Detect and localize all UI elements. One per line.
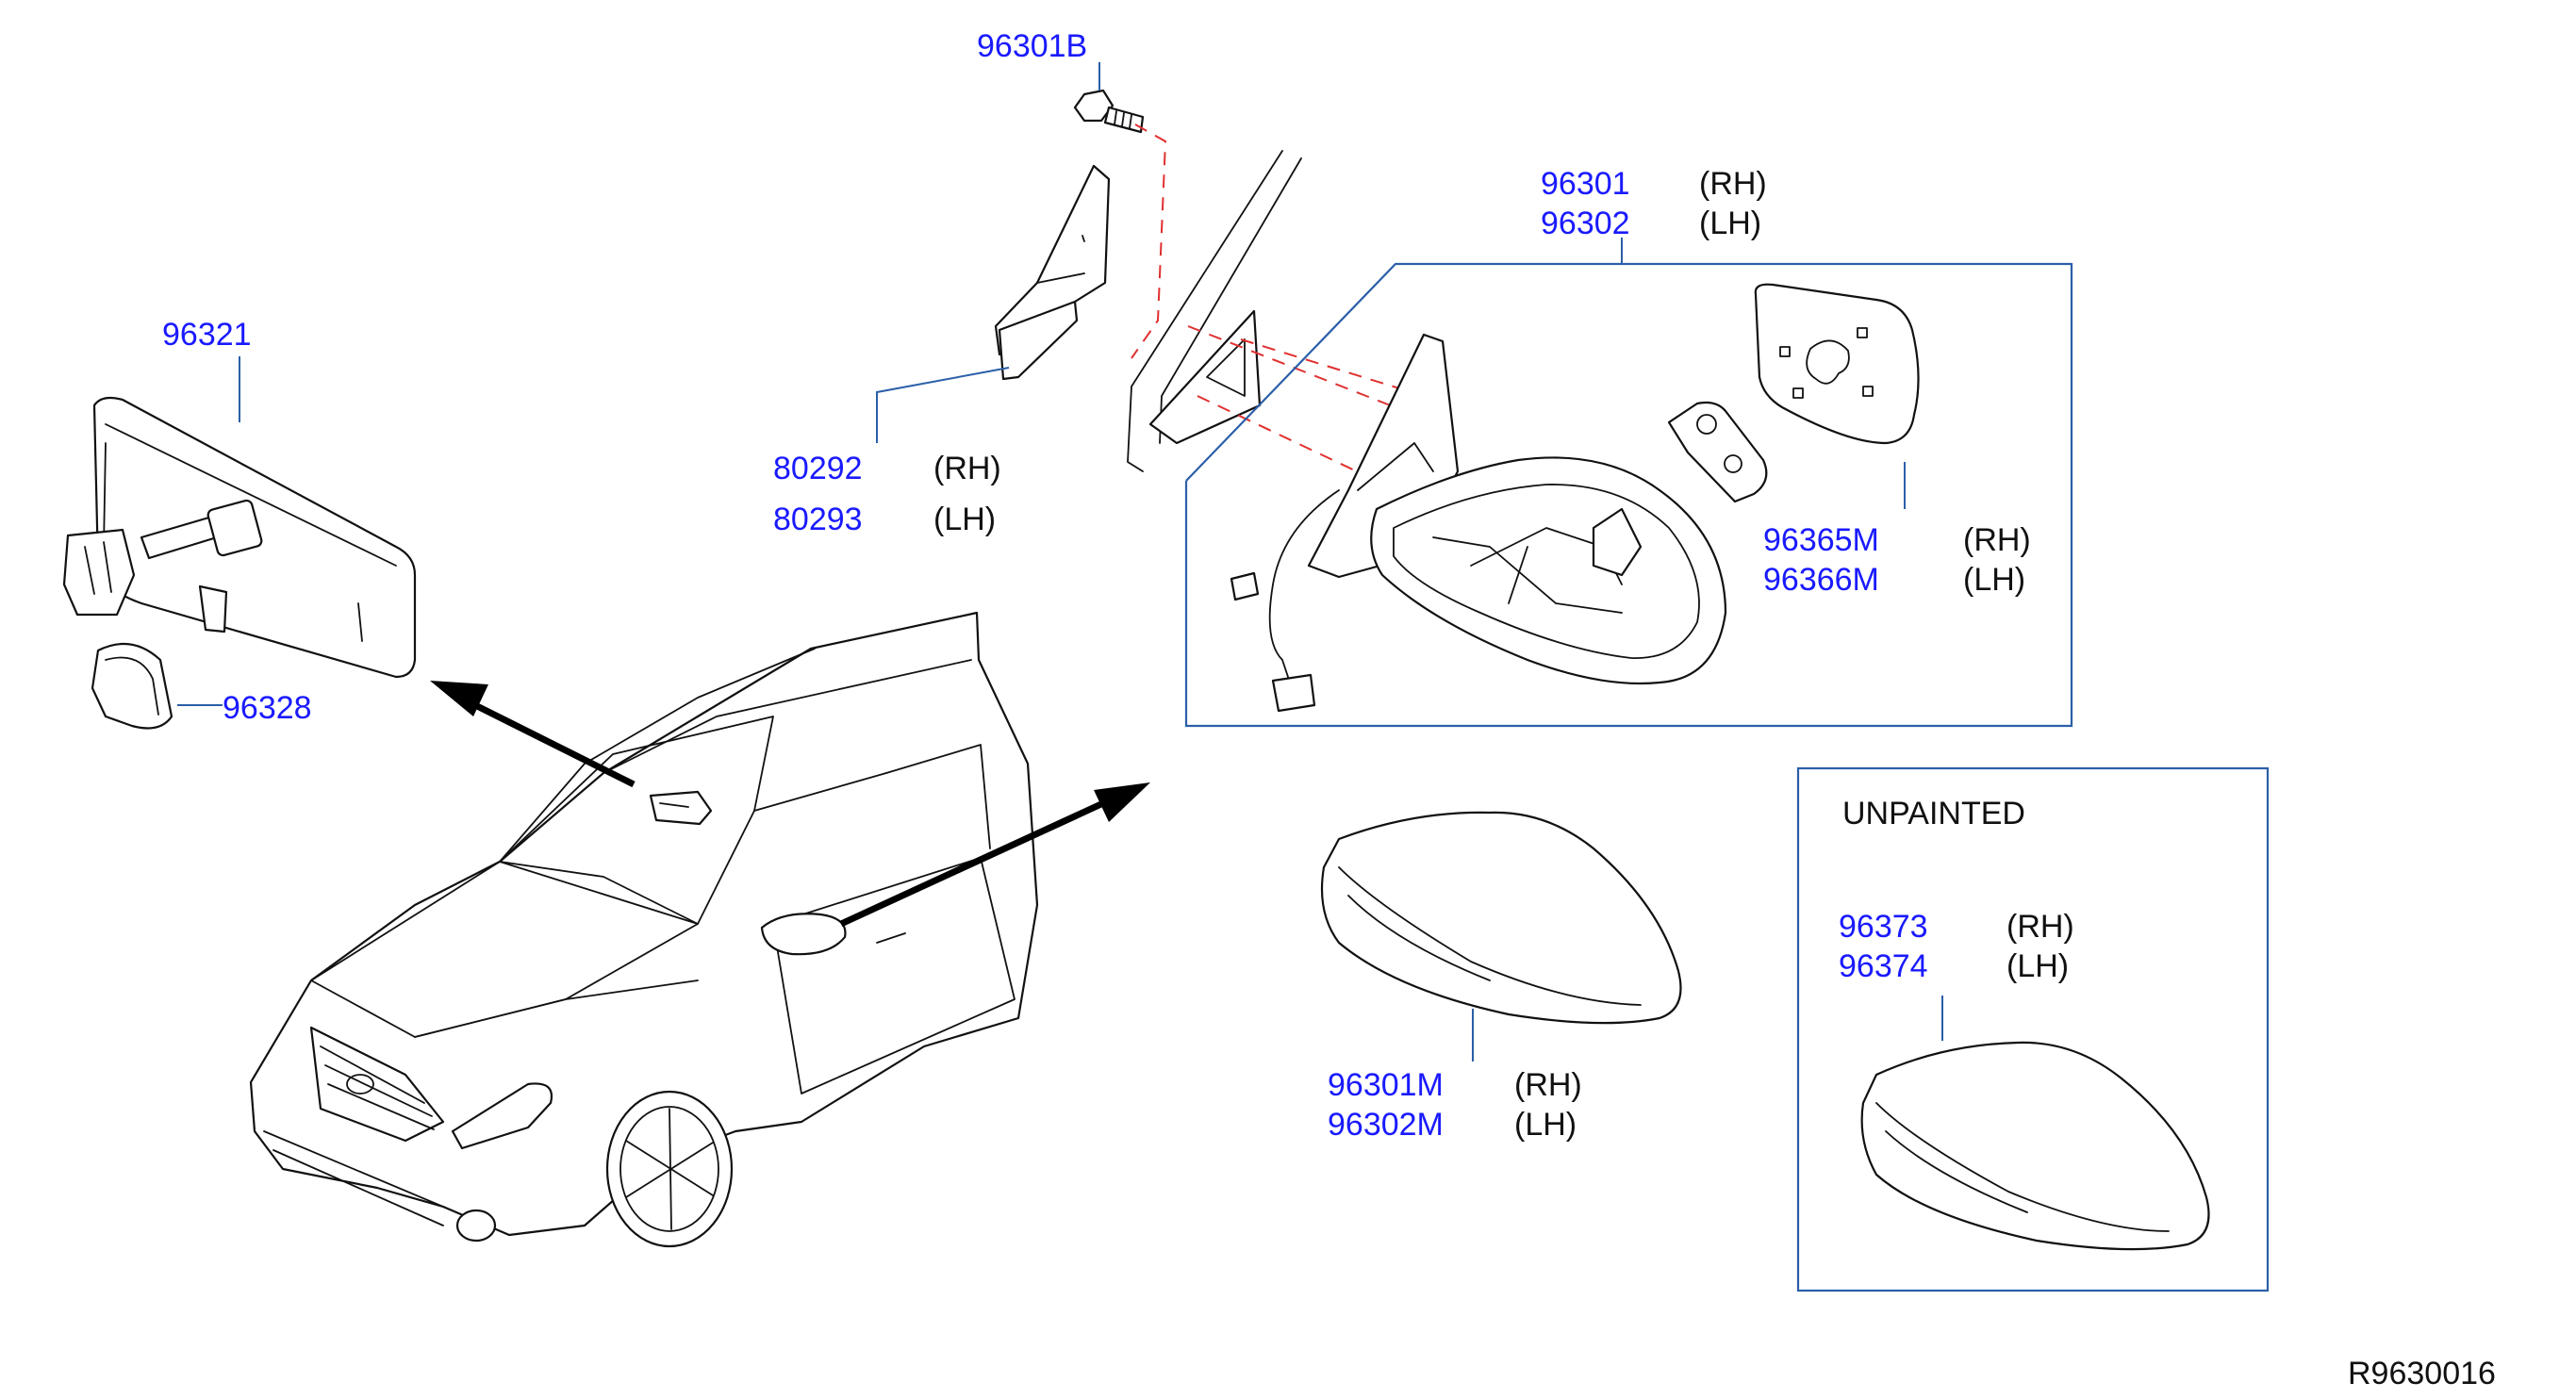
mirror-cover-96328 <box>91 642 173 730</box>
door-mirror-assembly <box>1184 262 2073 728</box>
mirror-cover-painted <box>1320 811 1682 1025</box>
label-96374-side: (LH) <box>2006 948 2069 984</box>
label-96373: 96373 <box>1839 909 1928 945</box>
label-96301m-side: (RH) <box>1514 1067 1582 1103</box>
bolt-96301b <box>1073 89 1145 134</box>
label-80293-side: (LH) <box>933 502 996 537</box>
arrow-to-door-mirror <box>839 782 1150 928</box>
mirror-actuator <box>1667 401 1768 503</box>
label-96366m: 96366M <box>1763 562 1879 598</box>
mirror-cover-unpainted <box>1796 766 2270 1292</box>
label-80293: 80293 <box>773 502 863 537</box>
unpainted-note: UNPAINTED <box>1842 796 2025 831</box>
label-96301b: 96301B <box>977 28 1087 64</box>
label-96302-side: (LH) <box>1699 206 1761 241</box>
unpainted-callout-box <box>1796 766 2270 1292</box>
label-80292: 80292 <box>773 451 863 486</box>
label-96301m: 96301M <box>1328 1067 1444 1103</box>
label-96366m-side: (LH) <box>1963 562 2025 598</box>
label-96301: 96301 <box>1541 166 1630 202</box>
mirror-glass-96365m <box>1754 283 1920 445</box>
label-96302: 96302 <box>1541 206 1630 241</box>
label-96321: 96321 <box>162 317 252 353</box>
label-96374: 96374 <box>1839 948 1928 984</box>
mirror-assembly-callout-box <box>1184 262 2073 728</box>
corner-finisher <box>994 164 1111 381</box>
assembly-guide-lines <box>1131 123 1425 482</box>
label-96302m: 96302M <box>1328 1107 1444 1143</box>
label-96328: 96328 <box>223 690 312 726</box>
label-96365m-side: (RH) <box>1963 522 2031 558</box>
inner-rearview-mirror <box>62 396 417 679</box>
label-80292-side: (RH) <box>933 451 1001 486</box>
door-frame <box>1127 150 1302 472</box>
label-96365m: 96365M <box>1763 522 1879 558</box>
label-96301-side: (RH) <box>1699 166 1767 202</box>
diagram-reference-code: R9630016 <box>2348 1356 2496 1391</box>
leader-lines <box>177 62 1943 1062</box>
vehicle-illustration <box>249 611 1039 1248</box>
arrow-to-inner-mirror <box>430 681 636 788</box>
label-96302m-side: (LH) <box>1514 1107 1577 1143</box>
label-96373-side: (RH) <box>2006 909 2074 945</box>
